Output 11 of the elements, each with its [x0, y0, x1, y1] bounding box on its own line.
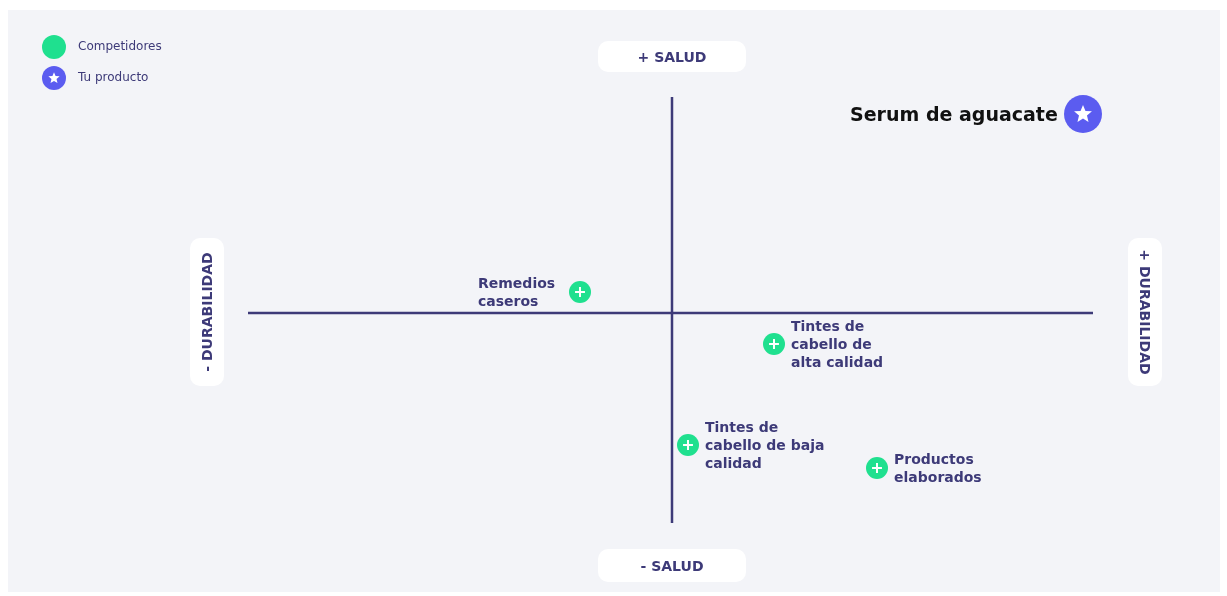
legend-label: Competidores [78, 39, 162, 53]
axis-label: - SALUD [598, 549, 746, 582]
point-label: Productos elaborados [894, 450, 983, 486]
point-label: Tintes de cabello de baja calidad [705, 418, 826, 472]
axis-label: + SALUD [598, 41, 746, 72]
legend-label: Tu producto [78, 70, 149, 84]
axis-label: + DURABILIDAD [1128, 238, 1162, 386]
axis-label: - DURABILIDAD [190, 238, 224, 386]
point-label: Serum de aguacate [850, 102, 1058, 126]
point-label: Tintes de cabello de alta calidad [791, 317, 885, 371]
point-label: Remedios caseros [478, 274, 557, 310]
